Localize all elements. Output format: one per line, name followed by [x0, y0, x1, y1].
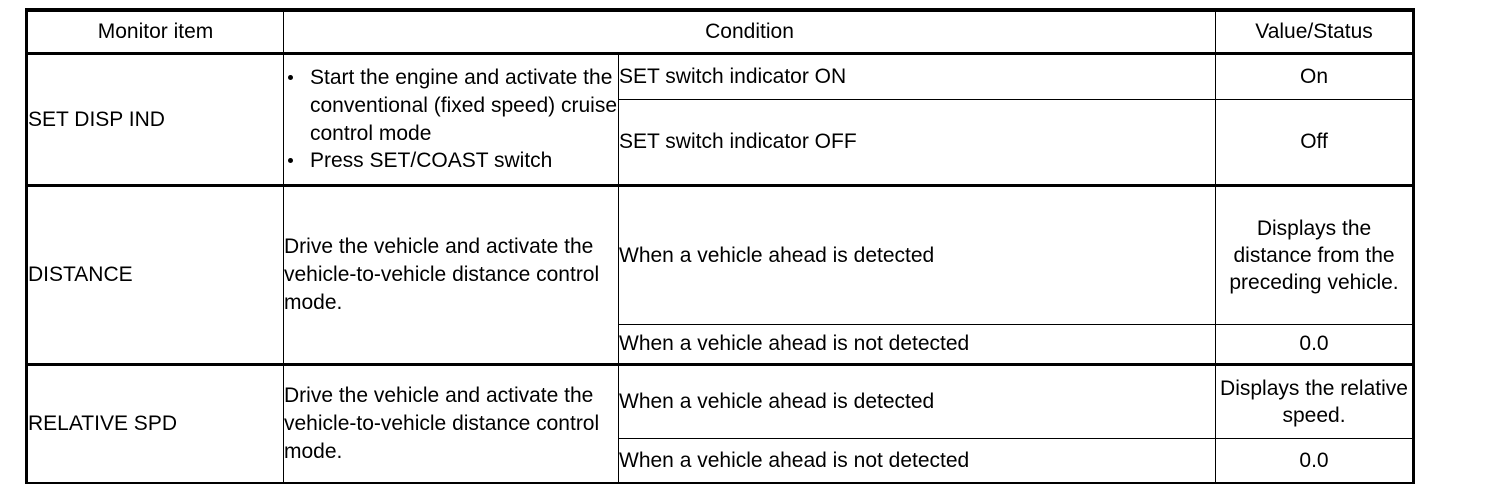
monitor-item-name: DISTANCE: [26, 184, 284, 365]
list-item: Start the engine and activate the conven…: [284, 64, 618, 147]
table-row: SET DISP IND Start the engine and activa…: [26, 53, 1415, 186]
condition-primary: Drive the vehicle and activate the vehic…: [283, 363, 619, 484]
condition-detail: When a vehicle ahead is not detected: [617, 438, 1217, 484]
table-row: RELATIVE SPD Drive the vehicle and activ…: [26, 363, 1415, 484]
value-status: Displays the distance from the preceding…: [1215, 184, 1415, 325]
condition-detail: When a vehicle ahead is not detected: [617, 324, 1217, 365]
header-monitor-item: Monitor item: [26, 10, 284, 55]
condition-bullet-text: Start the engine and activate the conven…: [310, 66, 618, 145]
value-status: Off: [1215, 99, 1415, 186]
bullet-icon: [288, 74, 293, 80]
table-row: When a vehicle ahead is not detected 0.0: [27, 438, 1415, 484]
condition-detail: SET switch indicator ON: [617, 53, 1217, 100]
table-header-row: Monitor item Condition Value/Status: [26, 10, 1414, 55]
value-status: 0.0: [1215, 438, 1415, 484]
bullet-icon: [288, 158, 293, 164]
value-status: Displays the relative speed.: [1215, 363, 1415, 439]
condition-detail: SET switch indicator OFF: [617, 99, 1217, 186]
condition-bullet-text: Press SET/COAST switch: [310, 149, 553, 173]
value-status: 0.0: [1215, 324, 1415, 365]
monitor-item-name: SET DISP IND: [26, 53, 284, 186]
condition-detail: When a vehicle ahead is detected: [617, 184, 1217, 325]
monitor-item-name: RELATIVE SPD: [26, 363, 284, 484]
condition-primary: Drive the vehicle and activate the vehic…: [283, 184, 619, 365]
table-row: SET switch indicator OFF Off: [27, 99, 1415, 186]
value-status: On: [1215, 53, 1415, 100]
table-row: DISTANCE Drive the vehicle and activate …: [26, 184, 1415, 365]
monitor-item-table: Monitor item Condition Value/Status SET …: [25, 8, 1416, 484]
condition-primary: Start the engine and activate the conven…: [283, 53, 619, 186]
condition-bullet-list: Start the engine and activate the conven…: [284, 64, 618, 175]
list-item: Press SET/COAST switch: [284, 147, 618, 175]
header-value-status: Value/Status: [1215, 10, 1414, 55]
condition-detail: When a vehicle ahead is detected: [617, 363, 1217, 439]
header-condition: Condition: [282, 10, 1217, 55]
